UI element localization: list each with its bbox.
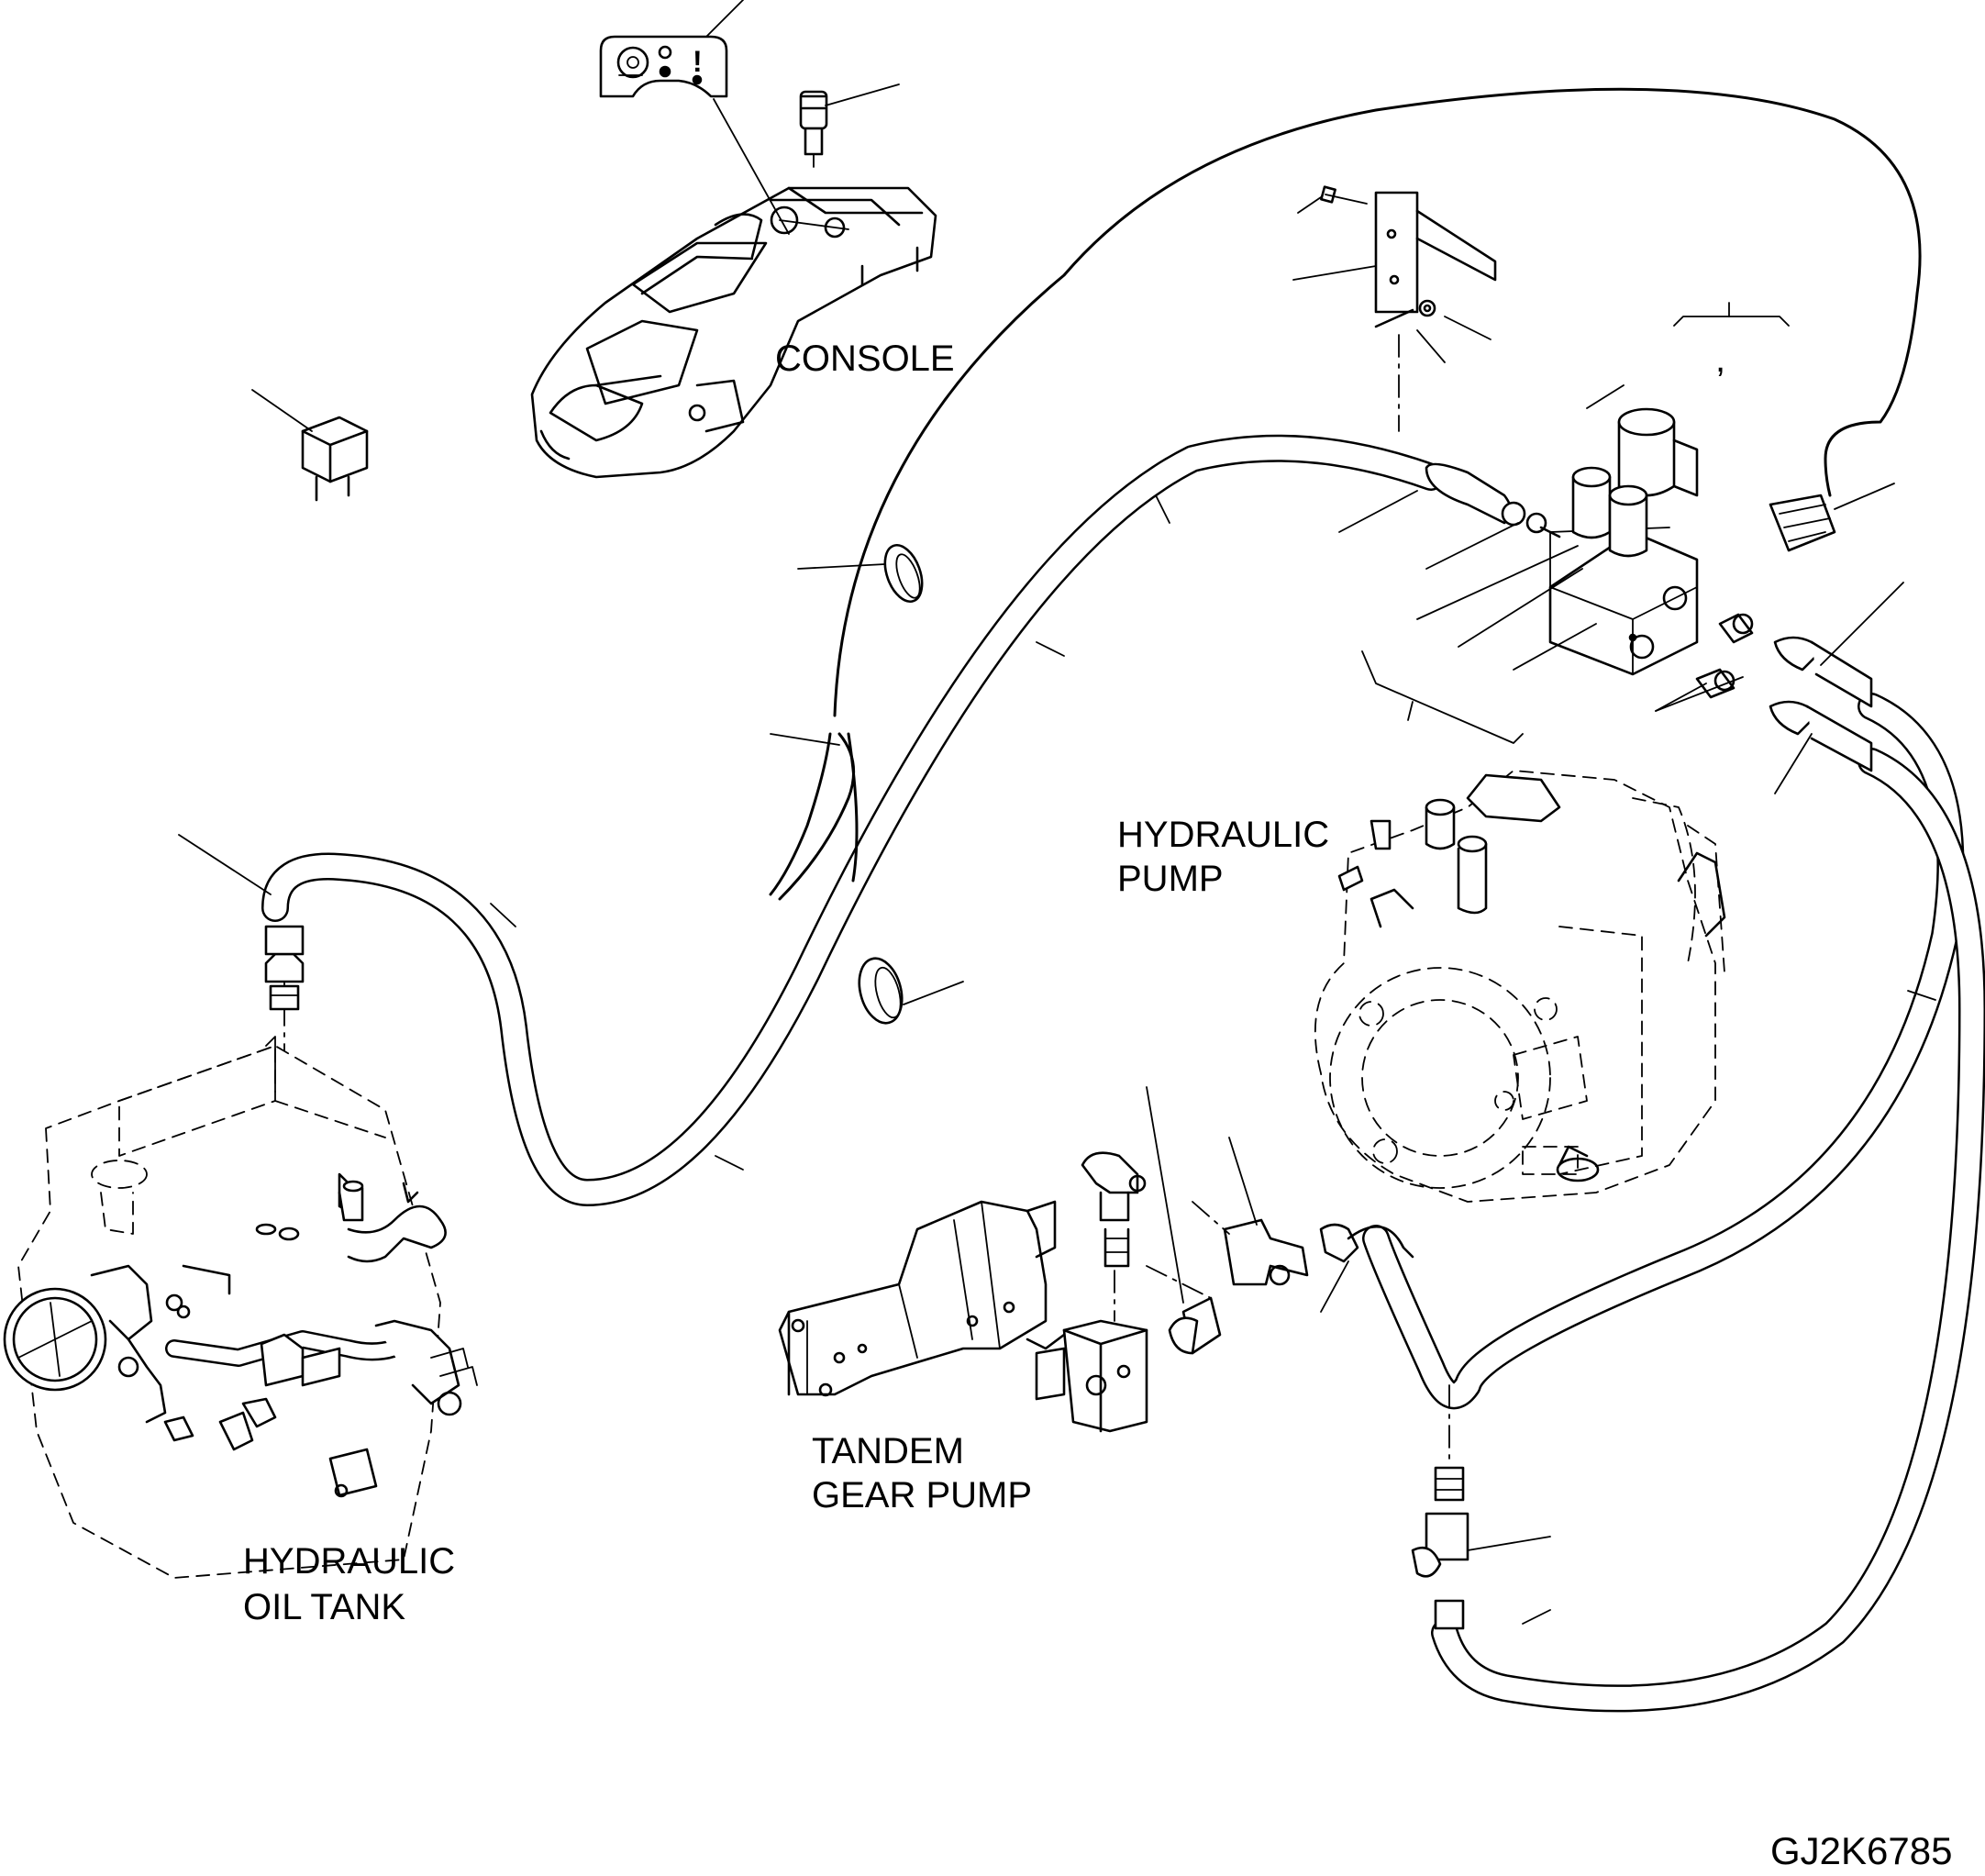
- hydraulic-pump: [1314, 770, 1726, 1203]
- hydraulic-oil-tank: [3, 834, 478, 1579]
- mounting-bracket: [1292, 185, 1497, 432]
- relay: [251, 389, 369, 502]
- electric-wire-harness: [769, 87, 1922, 901]
- solenoid-valve: ,: [1338, 302, 1895, 744]
- indicator-panel: !: [599, 0, 790, 235]
- pressure-switch: [799, 83, 900, 171]
- label-hydraulic-oil-tank-line1: HYDRAULIC: [243, 1541, 455, 1582]
- hose-valve-to-tee-lower: [1431, 748, 1985, 1713]
- wire-clamp-lower: [858, 957, 904, 1025]
- label-hydraulic-pump-line2: PUMP: [1117, 859, 1224, 899]
- drawing-number: GJ2K6785: [1770, 1829, 1952, 1872]
- text-labels: CONSOLE HYDRAULIC PUMP TANDEM GEAR PUMP …: [243, 339, 1952, 1872]
- tandem-gear-pump: [778, 1200, 1066, 1397]
- gear-pump-fittings: [1035, 1086, 1414, 1433]
- valve-fittings-right: [1655, 582, 1904, 794]
- wire-clamp-upper: [883, 544, 924, 603]
- main-hose-tank-to-valve: [261, 434, 1445, 1206]
- lower-tee-assembly: [1411, 1384, 1551, 1630]
- label-hydraulic-oil-tank-line2: OIL TANK: [243, 1587, 405, 1627]
- label-console: CONSOLE: [775, 339, 955, 379]
- label-tandem-gear-pump-line2: GEAR PUMP: [812, 1475, 1032, 1515]
- label-tandem-gear-pump-line1: TANDEM: [812, 1431, 964, 1471]
- indicator-exclamation-glyph: !: [693, 45, 703, 78]
- label-hydraulic-pump-line1: HYDRAULIC: [1117, 815, 1329, 855]
- console: [530, 186, 937, 479]
- valve-small-mark: ,: [1715, 339, 1725, 380]
